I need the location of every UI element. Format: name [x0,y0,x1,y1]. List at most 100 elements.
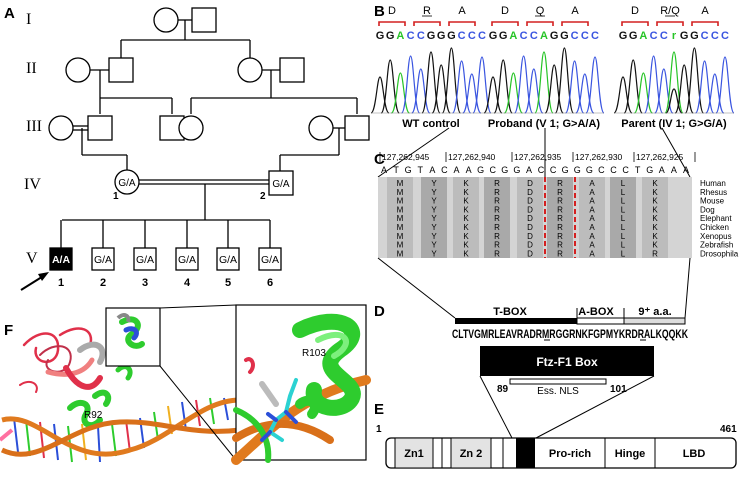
panel-label-d: D [374,303,385,320]
pedigree-female-ii3 [237,57,263,83]
trace-peak [421,51,441,114]
alignment-residue: Y [431,249,437,258]
inset-connector-top [159,304,237,309]
protein-ribbon [19,327,106,393]
base-letter: A [509,30,517,42]
base-letter: C [650,30,658,42]
coord-label: 127,262,925 [636,152,684,162]
dna-letter: C [489,165,496,175]
dna-letter: A [683,165,689,175]
dna-letter: C [598,165,605,175]
trace-peak [524,68,544,114]
pedigree-male-v2 [91,247,115,271]
alignment-residue: K [652,197,658,206]
trace-peak [613,76,633,114]
alignment-column [579,177,605,258]
codon-aa-label: A [458,5,466,17]
alignment-residue: Y [431,205,437,214]
alignment-residue: D [527,179,533,188]
alignment-residue: R [494,223,500,232]
pedigree-male-iii6 [344,115,370,141]
v-genotype: A/A [52,254,71,266]
coord-label: 127,262,945 [382,152,430,162]
alignment-residue: A [589,232,595,241]
dna-letter: T [393,165,399,175]
alignment-residue: R [557,205,563,214]
dna-letter: G [646,165,653,175]
trace-peak [431,64,451,114]
alignment-residue: K [463,188,469,197]
base-letter: G [386,30,395,42]
nls-start: 89 [497,384,509,395]
dna-letter: T [635,165,641,175]
trace-peak [503,72,523,114]
alignment-residue: K [652,188,658,197]
connector-c-d-right [684,257,691,319]
codon-aa-label: D [388,5,396,17]
pedigree-male-v4 [175,247,199,271]
abox-bar [576,317,625,325]
alignment-residue: D [527,241,533,250]
v-genotype: G/A [261,254,279,266]
nine-aa-bar [623,317,686,325]
trace-peak [664,51,684,114]
inset-small-helix [116,313,145,349]
trace-peak [705,73,725,114]
base-letter: G [560,30,569,42]
nls-bar [509,378,607,385]
base-letter: C [530,30,538,42]
codon-aa-label: R [423,5,431,17]
panel-label-b: B [374,3,385,20]
v-genotype: G/A [219,254,237,266]
alignment-residue: R [557,241,563,250]
trace-peak [633,72,653,114]
base-letter: G [489,30,498,42]
codon-bracket [413,21,441,26]
protein-start: 1 [376,424,382,435]
v-genotype: G/A [178,254,196,266]
base-letter: G [499,30,508,42]
alignment-residue: Y [431,214,437,223]
connector-b-c-right [661,127,691,178]
codon-aa-label: R/Q [660,5,680,17]
trace-peak [514,55,534,114]
pedigree-female-iii1 [48,115,74,141]
trace-peak [534,51,554,114]
trace-peak [715,56,735,114]
dna-letter: A [466,165,472,175]
pedigree-male-ii2 [108,57,134,83]
dna-letter: G [562,165,569,175]
trace-peak [585,56,605,114]
base-letter: G [427,30,436,42]
generation-label-iii: III [26,118,42,135]
v-number: 5 [225,277,231,289]
trace-peak [441,47,461,114]
base-letter: C [591,30,599,42]
dna-letter: G [513,165,520,175]
alignment-residue: Y [431,223,437,232]
dna-letter: G [477,165,484,175]
base-letter: C [407,30,415,42]
alignment-residue: M [397,214,404,223]
pedigree-male-v1 [49,247,73,271]
inset-large-structure [231,313,371,465]
alignment-residue: R [557,232,563,241]
dna-letter: C [610,165,617,175]
alignment-residue: R [557,197,563,206]
base-letter: G [447,30,456,42]
base-letter: C [581,30,589,42]
pedigree-male-i2 [191,7,217,33]
iv1-genotype: G/A [118,178,136,189]
base-letter: C [711,30,719,42]
alignment-residue: A [589,249,595,258]
r103-label: R103 [302,348,326,359]
trace-peak [575,73,595,114]
base-letter: G [690,30,699,42]
base-letter: G [437,30,446,42]
alignment-residue: D [527,214,533,223]
pedigree-male-ii4 [279,57,305,83]
base-letter: G [550,30,559,42]
